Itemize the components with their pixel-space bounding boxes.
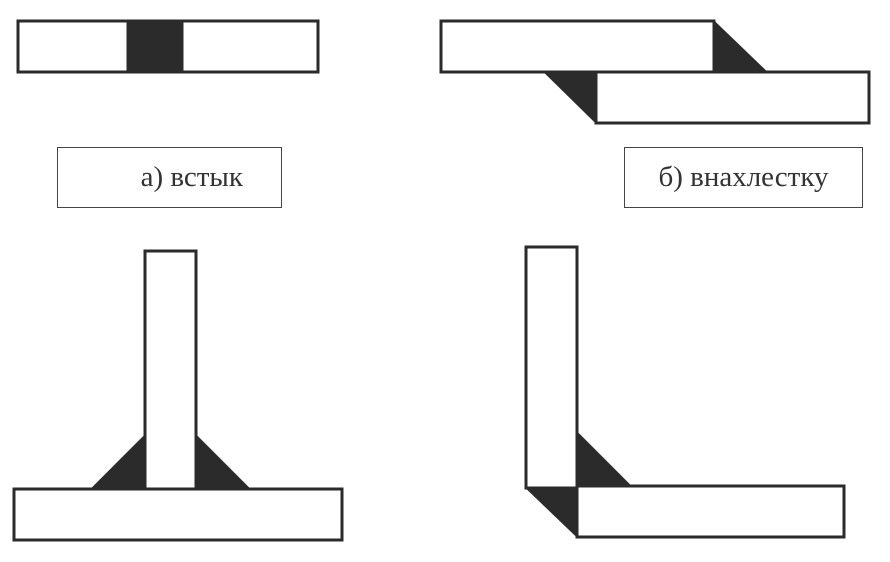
- butt-joint-weld: [127, 21, 183, 72]
- tee-joint-weld-right: [195, 433, 252, 490]
- corner-joint: [524, 245, 846, 539]
- caption-lap-joint-text: б) внахлестку: [658, 161, 829, 193]
- lap-joint-weld-left: [542, 71, 597, 125]
- butt-joint: [16, 19, 320, 74]
- corner-joint-vertical-plate: [524, 245, 579, 490]
- lap-joint-lower-plate: [594, 70, 871, 125]
- lap-joint-weld-right: [713, 19, 769, 73]
- tee-joint-weld-left: [89, 433, 146, 490]
- corner-joint-horizontal-plate: [575, 484, 846, 539]
- caption-butt-joint: а) встык: [57, 147, 282, 208]
- tee-joint-base-plate: [12, 487, 344, 542]
- lap-joint-upper-plate: [439, 19, 716, 74]
- tee-joint: [12, 249, 344, 542]
- caption-lap-joint: б) внахлестку: [624, 147, 863, 208]
- corner-joint-weld-outer: [524, 487, 578, 539]
- tee-joint-vertical-plate: [143, 249, 198, 491]
- lap-joint: [439, 19, 871, 125]
- caption-butt-joint-text: а) встык: [140, 161, 243, 193]
- corner-joint-weld-inner: [576, 430, 633, 487]
